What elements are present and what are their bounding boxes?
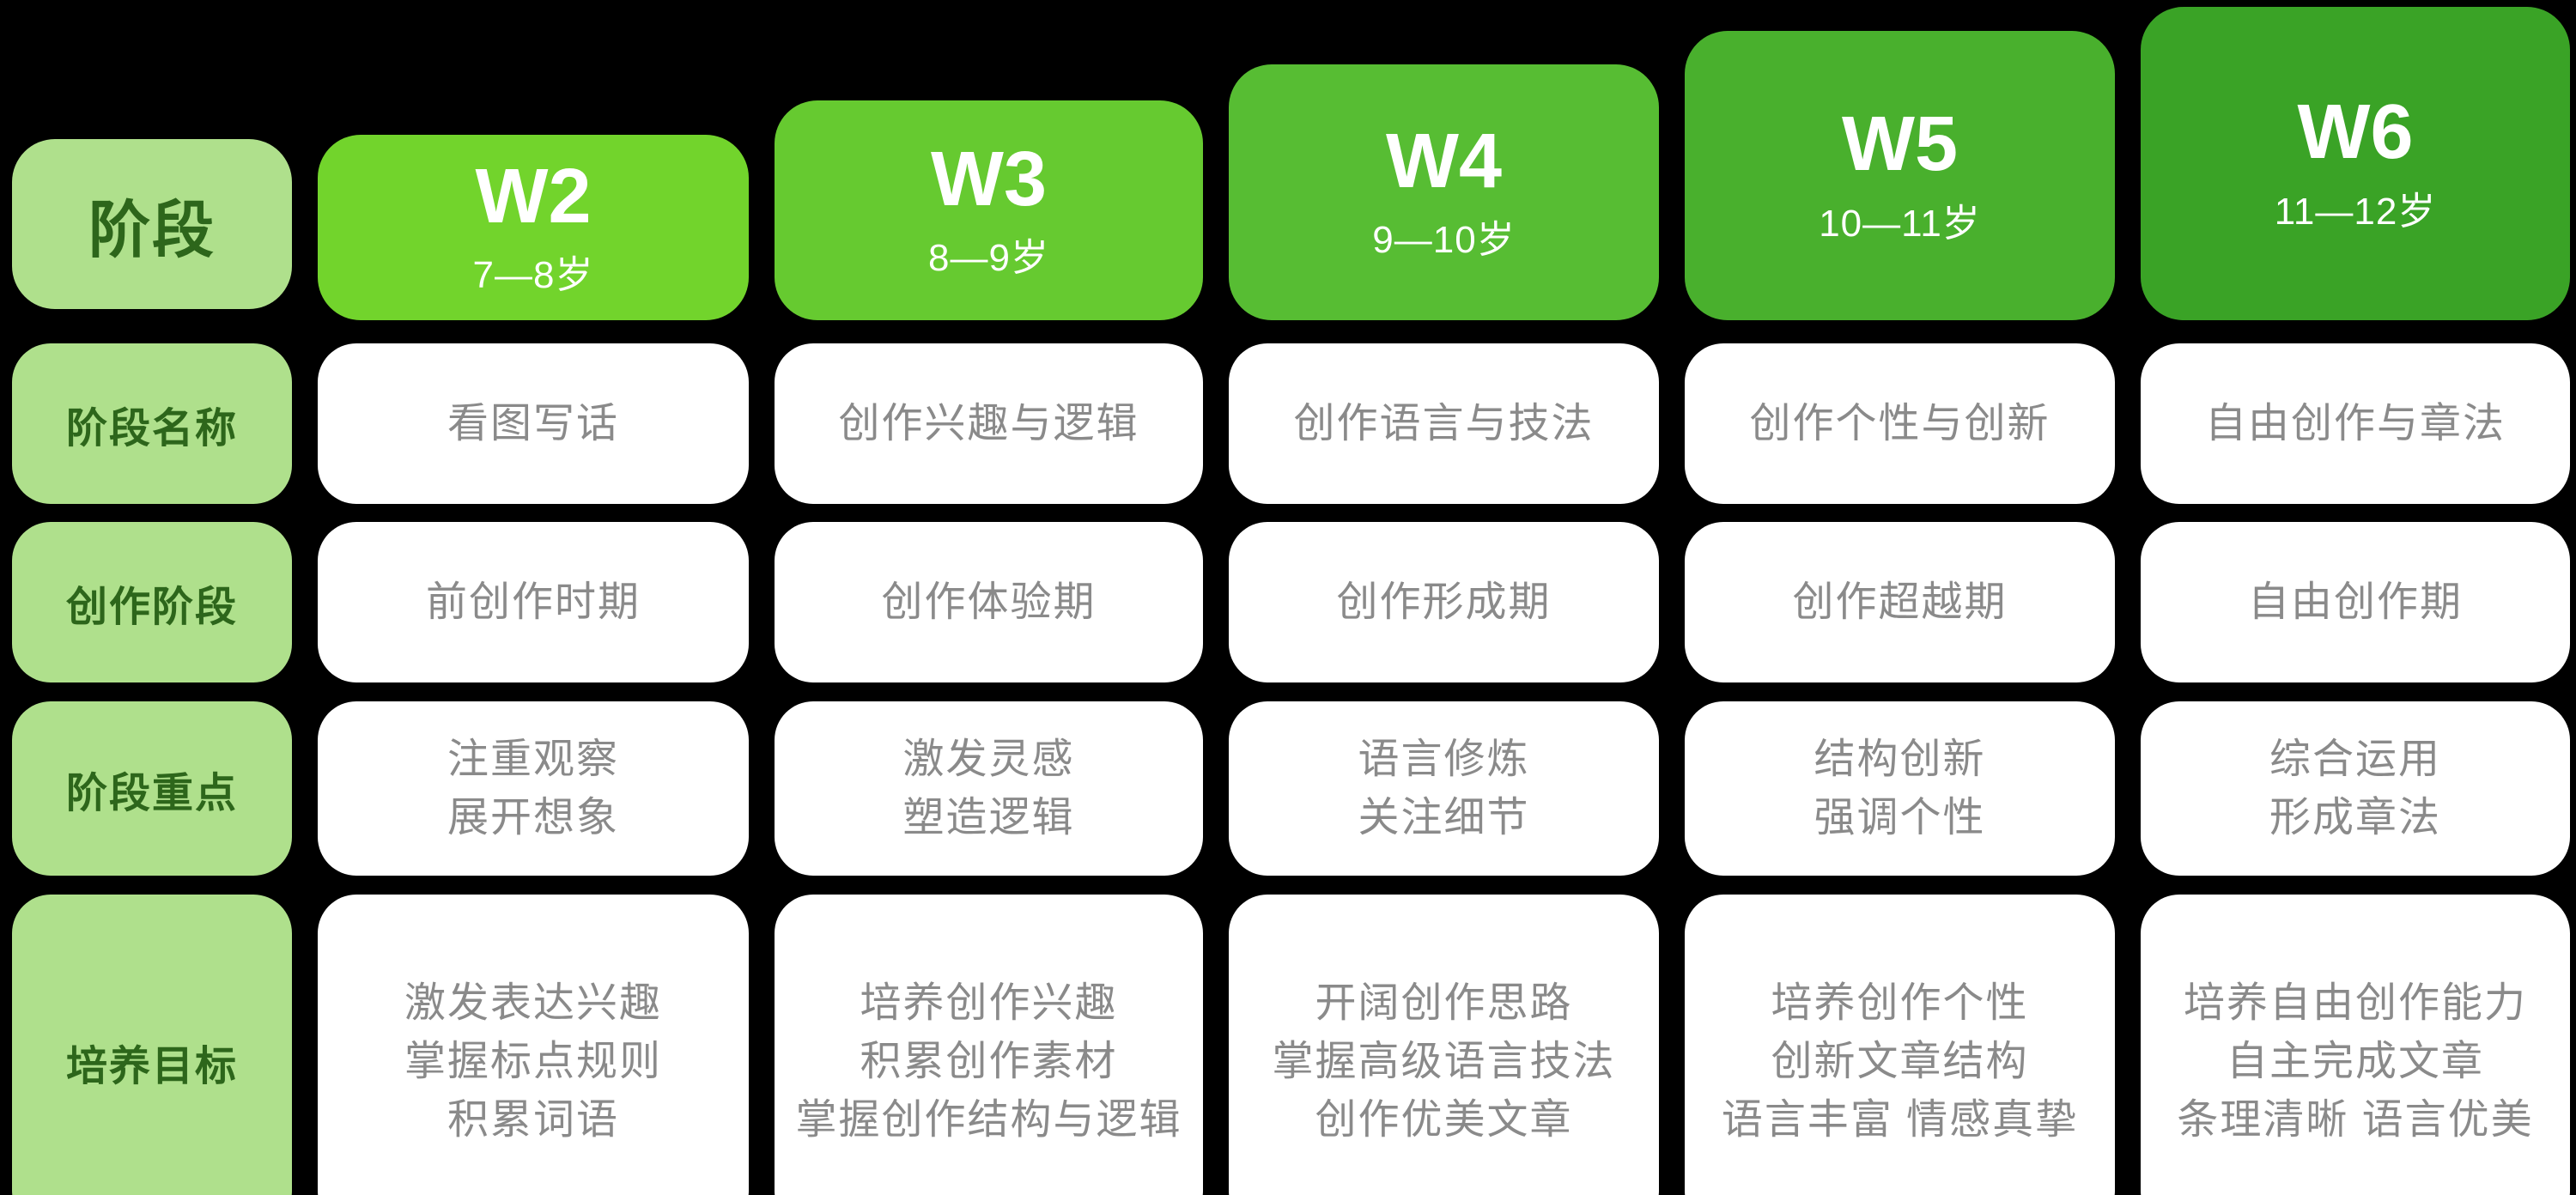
table-cell-w2-stage-focus: 注重观察 展开想象 (318, 701, 749, 876)
column-age-range-w6: 11—12岁 (2274, 190, 2437, 233)
table-cell-w4-stage-focus: 语言修炼 关注细节 (1229, 701, 1659, 876)
column-header-w5: W5 10—11岁 (1685, 0, 2115, 320)
table-cell-w4-stage-name: 创作语言与技法 (1229, 343, 1659, 504)
table-cell-w2-stage-name: 看图写话 (318, 343, 749, 504)
table-cell-w3-creation-stage: 创作体验期 (775, 522, 1203, 682)
column-age-range-w2: 7—8岁 (472, 254, 594, 297)
table-cell-w5-stage-focus: 结构创新 强调个性 (1685, 701, 2115, 876)
table-cell-w3-training-goal: 培养创作兴趣 积累创作素材 掌握创作结构与逻辑 (775, 895, 1203, 1195)
table-cell-w4-creation-stage: 创作形成期 (1229, 522, 1659, 682)
row-label-creation-stage: 创作阶段 (12, 522, 292, 682)
column-title-w5: W5 (1842, 101, 1958, 188)
row-label-stage-name: 阶段名称 (12, 343, 292, 504)
row-label-training-goal: 培养目标 (12, 895, 292, 1195)
table-cell-w6-stage-name: 自由创作与章法 (2141, 343, 2570, 504)
table-cell-w2-training-goal: 激发表达兴趣 掌握标点规则 积累词语 (318, 895, 749, 1195)
column-header-w3: W3 8—9岁 (775, 0, 1203, 320)
table-cell-w6-training-goal: 培养自由创作能力 自主完成文章 条理清晰 语言优美 (2141, 895, 2570, 1195)
table-cell-w6-stage-focus: 综合运用 形成章法 (2141, 701, 2570, 876)
corner-header-box: 阶段 (12, 139, 292, 309)
column-header-box-w5: W5 10—11岁 (1685, 31, 2115, 320)
table-cell-w3-stage-focus: 激发灵感 塑造逻辑 (775, 701, 1203, 876)
column-title-w3: W3 (931, 136, 1047, 222)
table-cell-w6-creation-stage: 自由创作期 (2141, 522, 2570, 682)
table-cell-w4-training-goal: 开阔创作思路 掌握高级语言技法 创作优美文章 (1229, 895, 1659, 1195)
corner-header-label: 阶段 (88, 196, 216, 265)
column-header-box-w6: W6 11—12岁 (2141, 7, 2570, 320)
corner-header-cell: 阶段 (12, 0, 292, 320)
column-age-range-w4: 9—10岁 (1372, 219, 1516, 262)
table-cell-w2-creation-stage: 前创作时期 (318, 522, 749, 682)
table-cell-w5-training-goal: 培养创作个性 创新文章结构 语言丰富 情感真挚 (1685, 895, 2115, 1195)
column-header-w2: W2 7—8岁 (318, 0, 749, 320)
column-header-box-w4: W4 9—10岁 (1229, 64, 1659, 320)
column-header-box-w2: W2 7—8岁 (318, 135, 749, 320)
column-header-w4: W4 9—10岁 (1229, 0, 1659, 320)
column-header-box-w3: W3 8—9岁 (775, 100, 1203, 320)
table-cell-w5-creation-stage: 创作超越期 (1685, 522, 2115, 682)
column-age-range-w5: 10—11岁 (1819, 202, 1981, 245)
table-cell-w5-stage-name: 创作个性与创新 (1685, 343, 2115, 504)
column-title-w4: W4 (1386, 118, 1502, 204)
column-age-range-w3: 8—9岁 (928, 237, 1049, 280)
row-label-stage-focus: 阶段重点 (12, 701, 292, 876)
table-cell-w3-stage-name: 创作兴趣与逻辑 (775, 343, 1203, 504)
column-title-w6: W6 (2297, 89, 2414, 176)
column-header-w6: W6 11—12岁 (2141, 0, 2570, 320)
column-title-w2: W2 (475, 153, 592, 240)
